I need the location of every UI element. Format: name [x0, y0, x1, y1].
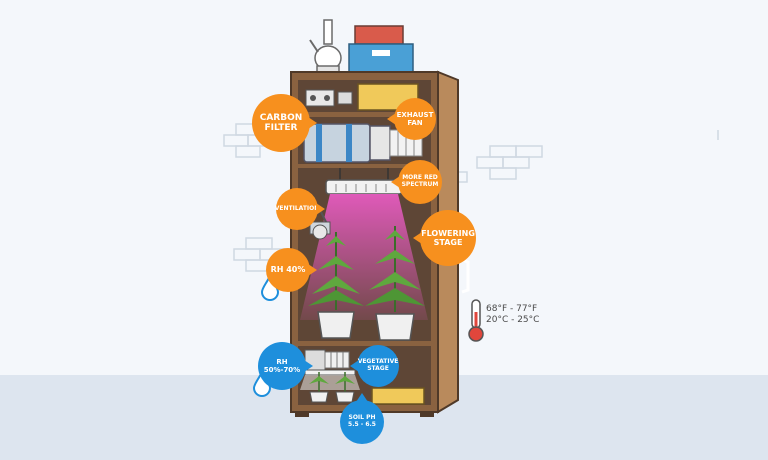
callout-carbon-filter: CARBON FILTER	[252, 94, 317, 152]
callout-more-red-spectrum: MORE RED SPECTRUM	[391, 160, 442, 204]
carbon-filter-unit	[303, 123, 371, 163]
large-plant-left	[308, 232, 364, 310]
large-plant-right	[365, 226, 425, 312]
lower-vent	[324, 351, 350, 369]
brick-wall-right	[476, 145, 543, 180]
small-pot-right	[335, 391, 355, 403]
small-pot-left	[309, 391, 329, 403]
temperature-fahrenheit: 68°F - 77°F	[486, 304, 538, 314]
callout-rh-40: RH 40%	[266, 248, 317, 292]
small-plant-right	[335, 372, 355, 392]
pot-left	[317, 311, 355, 339]
bottom-shelf-upper	[298, 341, 431, 346]
pot-right	[375, 313, 415, 341]
callout-ventilation: VENTILATION	[275, 188, 325, 230]
callout-rh-50-70: RH 50%-70%	[258, 342, 313, 390]
mid-shelf-upper	[298, 164, 431, 168]
exhaust-fan-unit	[369, 125, 391, 161]
top-shelf	[298, 112, 431, 117]
temperature-range: 68°F - 77°F 20°C - 25°C	[486, 304, 539, 327]
timer-box	[337, 91, 353, 105]
thermometer-icon	[468, 299, 484, 342]
callout-vegetative-stage: VEGETATIVE STAGE	[350, 345, 399, 387]
temperature-celsius: 20°C - 25°C	[486, 315, 540, 326]
small-plant-left	[309, 372, 329, 392]
callout-soil-ph: SOIL PH 5.5 - 6.5	[340, 393, 384, 444]
storage-boxes	[348, 25, 414, 73]
power-outlet	[305, 89, 335, 107]
door-handle	[461, 258, 470, 294]
lower-box	[371, 387, 425, 405]
callout-exhaust-fan: EXHAUST FAN	[387, 98, 436, 140]
bong-icon	[309, 19, 342, 73]
callout-flowering-stage: FLOWERING STAGE	[413, 210, 476, 266]
